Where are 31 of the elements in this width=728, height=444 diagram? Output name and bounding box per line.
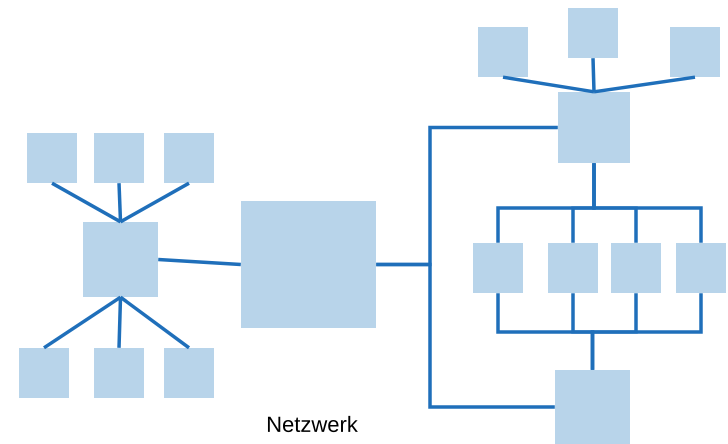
network-box <box>676 243 726 293</box>
connector-line <box>594 75 696 94</box>
connector-line <box>117 183 122 222</box>
connector-line <box>51 182 122 224</box>
network-box <box>568 8 618 58</box>
network-box <box>19 348 69 398</box>
connector-line <box>592 163 703 243</box>
connector-line <box>591 58 596 92</box>
connector-line <box>376 262 555 409</box>
network-box <box>473 243 523 293</box>
connector-line <box>120 182 190 224</box>
network-box <box>27 133 77 183</box>
network-box <box>558 92 630 163</box>
network-box <box>478 27 528 77</box>
network-box <box>164 133 214 183</box>
network-box <box>83 222 158 297</box>
connector-line <box>117 297 122 348</box>
network-box <box>94 348 144 398</box>
network-box <box>548 243 598 293</box>
network-box <box>611 243 661 293</box>
connector-line <box>158 258 241 266</box>
network-box <box>555 370 630 444</box>
connector-line <box>43 296 122 350</box>
network-box <box>164 348 214 398</box>
caption-text: Netzwerk <box>268 416 358 432</box>
network-box <box>670 27 720 77</box>
connector-line <box>590 293 703 370</box>
connector-line <box>119 296 190 350</box>
network-box <box>94 133 144 183</box>
network-box <box>241 201 376 328</box>
connector-line <box>502 75 594 94</box>
